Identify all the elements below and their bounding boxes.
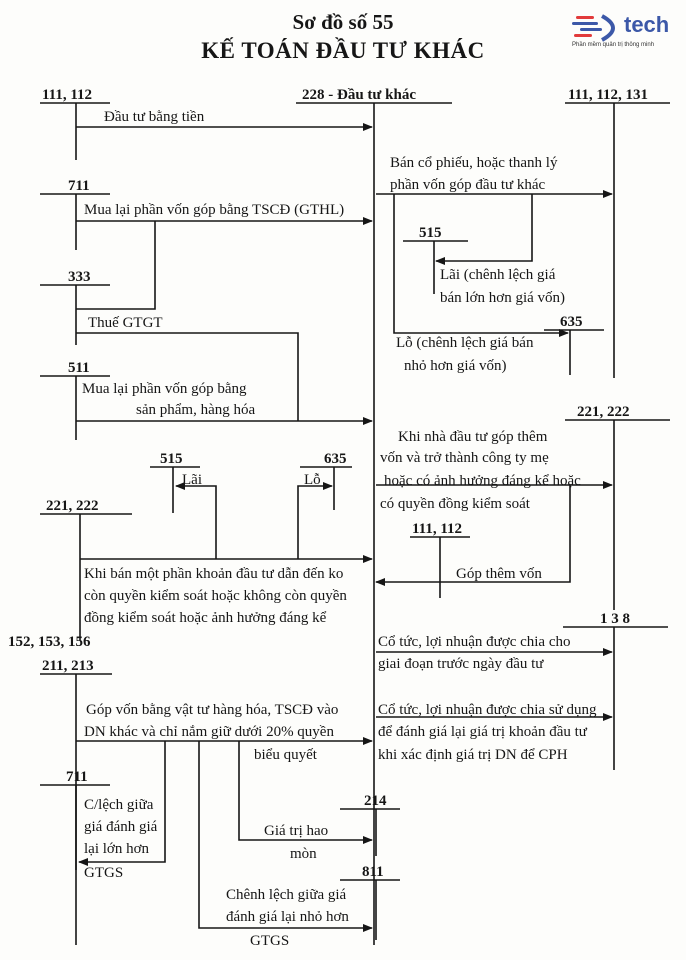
- label-gia-tri-hao-1: Giá trị hao: [264, 823, 329, 839]
- label-lai-1: Lãi (chênh lệch giá: [440, 267, 556, 283]
- arrow-gop-them-von: [375, 485, 571, 586]
- label-khi-ban-1: Khi bán một phần khoản đầu tư dẫn đến ko: [84, 566, 344, 582]
- account-138: 1 3 8: [600, 611, 630, 627]
- label-lo-2: nhỏ hơn giá vốn): [404, 358, 507, 374]
- label-nha-dt-3: hoặc có ảnh hưởng đáng kể hoặc: [384, 473, 581, 489]
- label-clech-lon-1: C/lệch giữa: [84, 797, 154, 813]
- label-mua-lai-tscd: Mua lại phần vốn góp bằng TSCĐ (GTHL): [84, 202, 345, 218]
- account-811: 811: [362, 864, 384, 880]
- label-clech-lon-4: GTGS: [84, 865, 124, 881]
- account-333: 333: [68, 269, 91, 285]
- label-co-tuc2-1: Cổ tức, lợi nhuận được chia sử dụng: [378, 702, 597, 718]
- label-dau-tu-bang-tien: Đầu tư bằng tiền: [104, 109, 205, 125]
- arrow-lo-mid: [297, 482, 333, 559]
- label-co-tuc2-3: khi xác định giá trị DN để CPH: [378, 747, 568, 763]
- arrow-hao-mon: [238, 741, 373, 844]
- label-mua-lai-sp-1: Mua lại phần vốn góp bằng: [82, 381, 247, 397]
- account-214: 214: [364, 793, 387, 809]
- label-mua-lai-sp-2: sản phẩm, hàng hóa: [136, 402, 256, 418]
- label-co-tuc1-2: giai đoạn trước ngày đầu tư: [378, 656, 544, 672]
- account-111-112-right: 111, 112: [412, 521, 463, 537]
- diagram-number: Sơ đồ số 55: [292, 10, 394, 34]
- account-515-mid: 515: [160, 451, 183, 467]
- arrow-lai: [435, 194, 533, 265]
- label-co-tuc2-2: để đánh giá lại giá trị khoản đầu tư: [378, 724, 587, 740]
- label-clech-nho-2: đánh giá lại nhỏ hơn: [226, 909, 349, 925]
- account-111-112-top: 111, 112: [42, 87, 93, 103]
- arrow-lo: [393, 194, 569, 337]
- arrow-lai-mid: [175, 482, 217, 559]
- label-gop-von-1: Góp vốn bằng vật tư hàng hóa, TSCĐ vào: [86, 702, 339, 718]
- line-333-to-tscd: [76, 221, 156, 310]
- arrow-clech-nho: [198, 741, 373, 932]
- label-lo-mid: Lỗ: [304, 472, 321, 488]
- diagram-title: KẾ TOÁN ĐẦU TƯ KHÁC: [201, 38, 485, 63]
- label-nha-dt-2: vốn và trở thành công ty mẹ: [380, 450, 549, 466]
- label-clech-lon-2: giá đánh giá: [84, 819, 158, 835]
- label-nha-dt-1: Khi nhà đầu tư góp thêm: [398, 429, 548, 445]
- arrow-clech-lon: [78, 741, 166, 866]
- label-ban-co-phieu-2: phần vốn góp đầu tư khác: [390, 177, 546, 193]
- account-515-right: 515: [419, 225, 442, 241]
- label-gia-tri-hao-2: mòn: [290, 846, 317, 862]
- account-152-153-156: 152, 153, 156: [8, 634, 91, 650]
- label-nha-dt-4: có quyền đồng kiểm soát: [380, 496, 530, 512]
- label-lai-2: bán lớn hơn giá vốn): [440, 290, 566, 306]
- account-711-top: 711: [68, 178, 90, 194]
- account-635-right: 635: [560, 314, 583, 330]
- account-711-bottom: 711: [66, 769, 88, 785]
- label-lai-mid: Lãi: [182, 472, 202, 488]
- account-511: 511: [68, 360, 90, 376]
- label-gop-von-3: biểu quyết: [254, 747, 317, 763]
- account-221-222-left: 221, 222: [46, 498, 99, 514]
- logo-mark-icon: [572, 14, 615, 42]
- label-khi-ban-2: còn quyền kiểm soát hoặc không còn quyền: [84, 588, 347, 604]
- line-thue-gtgt: [76, 332, 299, 421]
- label-ban-co-phieu-1: Bán cổ phiếu, hoặc thanh lý: [390, 155, 558, 171]
- label-thue-gtgt: Thuế GTGT: [88, 315, 163, 331]
- label-lo-1: Lỗ (chênh lệch giá bán: [396, 335, 534, 351]
- logo-brand: tech: [624, 12, 670, 37]
- account-221-222-right: 221, 222: [577, 404, 630, 420]
- account-228: 228 - Đầu tư khác: [302, 87, 417, 103]
- label-gop-von-2: DN khác và chỉ nắm giữ dưới 20% quyền: [84, 724, 334, 740]
- label-clech-nho-1: Chênh lệch giữa giá: [226, 887, 347, 903]
- label-co-tuc1-1: Cổ tức, lợi nhuận được chia cho: [378, 634, 571, 650]
- label-gop-them-von: Góp thêm vốn: [456, 566, 542, 582]
- label-clech-nho-3: GTGS: [250, 933, 290, 949]
- logo-tagline: Phần mềm quản trị thông minh: [572, 42, 655, 48]
- label-clech-lon-3: lại lớn hơn: [84, 841, 150, 857]
- label-khi-ban-3: đồng kiểm soát hoặc ảnh hưởng đáng kể: [84, 610, 327, 626]
- etech-logo: tech Phần mềm quản trị thông minh: [572, 10, 682, 56]
- account-111-112-131: 111, 112, 131: [568, 87, 649, 103]
- account-211-213: 211, 213: [42, 658, 94, 674]
- account-635-mid: 635: [324, 451, 347, 467]
